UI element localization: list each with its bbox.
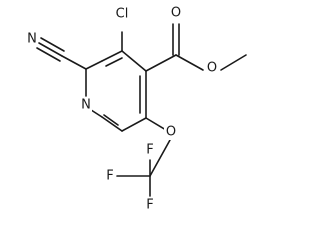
bond-carbonyl-ester-o — [175, 54, 204, 71]
chemical-structure: N N Cl O O O F F F — [26, 5, 247, 213]
bond-ring-c3-c4 — [121, 50, 147, 72]
bond-ring-c2-c3-inner — [105, 57, 123, 67]
bond-ring-c6-n1 — [101, 116, 123, 132]
atom-nitrile-n: N — [27, 32, 37, 47]
bond-ring-c2-c3 — [101, 50, 123, 62]
bond-ring-c6-n1-inner — [103, 114, 119, 126]
bonds — [36, 23, 247, 197]
bond-ring-n1-c2-lower — [85, 60, 103, 70]
atom-ring-n: N — [81, 98, 91, 113]
bond-nitrile-3 — [36, 47, 61, 62]
bond-ring-c5-c6 — [121, 117, 147, 132]
bond-c2-cn — [61, 55, 87, 70]
bond-ester-o-methyl — [220, 54, 247, 71]
atom-ether-o: O — [166, 125, 176, 140]
atom-ester-o: O — [207, 61, 217, 76]
atom-carbonyl-o: O — [171, 6, 181, 21]
atom-fluorine-left: F — [106, 169, 113, 184]
atom-chlorine: Cl — [116, 7, 129, 22]
atom-fluorine-top: F — [146, 143, 153, 158]
bond-ether-o-cf3 — [149, 139, 171, 177]
bond-nitrile-2 — [40, 37, 65, 52]
atom-labels: N N Cl O O O F F F — [26, 5, 219, 213]
bond-c4-carbonyl — [145, 54, 177, 72]
bond-c5-ether-o — [145, 117, 167, 131]
atom-fluorine-bottom: F — [146, 198, 153, 213]
bond-nitrile-1 — [38, 42, 63, 57]
